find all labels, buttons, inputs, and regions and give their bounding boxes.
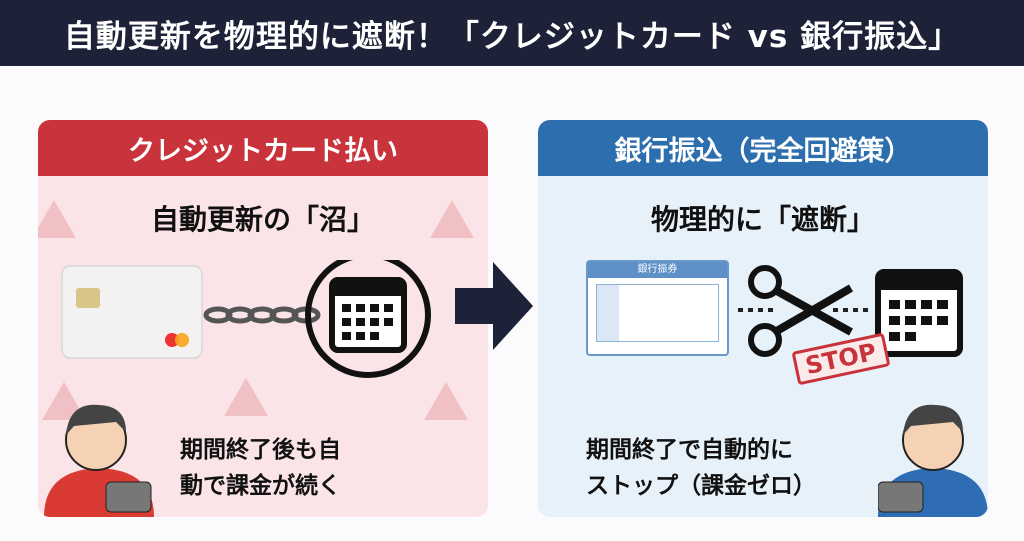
bank-transfer-panel: 銀行振込（完全回避策） 物理的に「遮断」 銀行振券 STOP 期間終了で自動的に… (538, 120, 988, 517)
right-arrow-icon (455, 262, 533, 350)
credit-card-subtitle: 自動更新の「沼」 (150, 203, 375, 236)
credit-card-header: クレジットカード払い (38, 120, 488, 176)
slip-title: 銀行振券 (588, 262, 727, 278)
credit-card-caption: 期間終了後も自動で課金が続く (180, 432, 341, 504)
caption-line: 動で課金が続く (180, 473, 341, 499)
bank-transfer-subtitle: 物理的に「遮断」 (650, 203, 875, 236)
bank-transfer-header: 銀行振込（完全回避策） (538, 120, 988, 176)
warning-icon (430, 200, 474, 238)
caption-line: 期間終了で自動的に (586, 437, 793, 463)
scissors-cut-calendar-illustration (738, 265, 963, 357)
caption-line: 期間終了後も自 (180, 437, 341, 463)
card-chain-calendar-illustration (61, 260, 431, 378)
happy-person-icon (878, 404, 988, 517)
worried-person-icon (44, 404, 154, 517)
warning-icon (38, 200, 76, 238)
credit-card-panel: クレジットカード払い 自動更新の「沼」 期間終了後も自動で課金が続く (38, 120, 488, 517)
caption-line: ストップ（課金ゼロ） (586, 473, 816, 499)
warning-icon (224, 378, 268, 416)
bank-transfer-caption: 期間終了で自動的にストップ（課金ゼロ） (586, 432, 816, 504)
bank-transfer-slip: 銀行振券 (586, 260, 729, 356)
page-title: 自動更新を物理的に遮断！「クレジットカード vs 銀行振込」 (0, 0, 1024, 66)
warning-icon (424, 382, 468, 420)
